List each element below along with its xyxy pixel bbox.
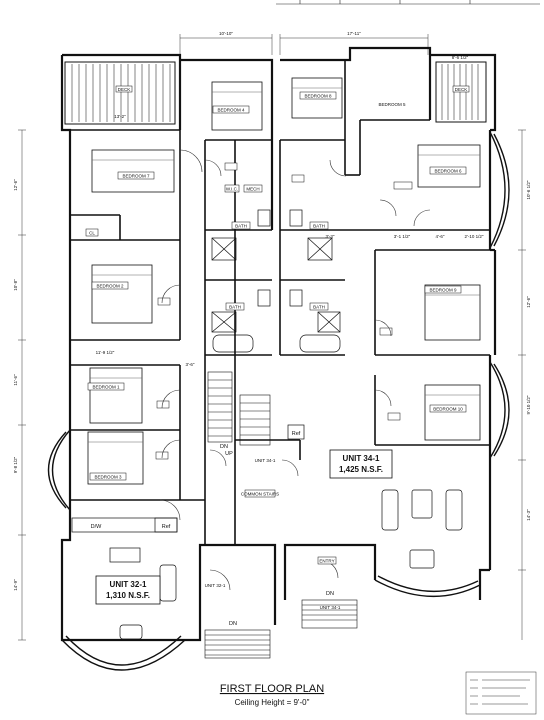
bath-1-label: BATH bbox=[235, 224, 247, 229]
beds bbox=[87, 77, 481, 485]
plan-title: FIRST FLOOR PLAN bbox=[220, 683, 324, 695]
common-stairs-label: COMMON STAIRS bbox=[241, 492, 279, 497]
top-dimensions bbox=[179, 34, 429, 55]
ref-label-1: Ref bbox=[162, 524, 171, 530]
bay-windows bbox=[47, 131, 510, 671]
title-block-fragment bbox=[276, 0, 540, 5]
bath-2-label: BATH bbox=[313, 224, 325, 229]
dim-right-b: 12'-6" bbox=[526, 296, 531, 308]
plan-subtitle: Ceiling Height = 9'-0" bbox=[235, 698, 310, 707]
stairs bbox=[204, 371, 358, 659]
dim-left-b: 10'-8" bbox=[13, 279, 18, 291]
door-swings bbox=[159, 149, 431, 591]
bedroom-5-label: BEDROOM 5 bbox=[378, 102, 406, 107]
unit-32-1-door-label: UNIT 32-1 bbox=[205, 583, 226, 588]
entry-box bbox=[317, 556, 337, 565]
dim-right-d: 14'-3" bbox=[526, 509, 531, 521]
dim-mid-d: 11'-9 1/2" bbox=[96, 350, 115, 355]
deck-right bbox=[435, 61, 487, 123]
closet-label: CL bbox=[89, 231, 95, 236]
legend-block bbox=[465, 671, 537, 715]
dn-label-2: DN bbox=[229, 621, 237, 627]
unit-34-1-name: UNIT 34-1 bbox=[343, 454, 380, 463]
deck-right-label: DECK bbox=[455, 87, 468, 92]
dn-label-3: DN bbox=[326, 591, 334, 597]
bath-3-label: BATH bbox=[229, 305, 241, 310]
bedroom-2-label: BEDROOM 2 bbox=[96, 284, 124, 289]
dim-left-d: 9'-8 1/2" bbox=[13, 456, 18, 473]
mech-label: MECH bbox=[246, 187, 259, 192]
dim-left-a: 12'-6" bbox=[13, 179, 18, 191]
unit-34-1-door-label: UNIT 34-1 bbox=[320, 605, 341, 610]
wic-label: W.I.C. bbox=[226, 187, 238, 192]
dim-right-a: 10'-6 1/2" bbox=[526, 180, 531, 199]
up-label: UP bbox=[225, 451, 233, 457]
dim-deck-right: 8'-6 1/2" bbox=[452, 55, 469, 60]
side-dimension-lines bbox=[18, 129, 526, 641]
bedroom-4-label: BEDROOM 4 bbox=[217, 108, 245, 113]
bedroom-1-label: BEDROOM 1 bbox=[92, 385, 120, 390]
dim-mid-a: 3'-3" bbox=[326, 234, 335, 239]
unit-32-1-box bbox=[95, 575, 161, 605]
bedroom-6-label: BEDROOM 6 bbox=[434, 169, 462, 174]
dim-top-left: 10'-10" bbox=[219, 31, 233, 36]
dn-label-1: DN bbox=[220, 444, 228, 450]
dim-right-c: 9'-10 1/2" bbox=[526, 395, 531, 414]
bedroom-7-label: BEDROOM 7 bbox=[122, 174, 150, 179]
deck-left bbox=[64, 61, 176, 125]
bedroom-10-label: BEDROOM 10 bbox=[433, 407, 463, 412]
bedroom-9-label: BEDROOM 9 bbox=[429, 288, 457, 293]
dim-left-e: 14'-9" bbox=[13, 579, 18, 591]
dim-mid-b: 3'-1 1/2" bbox=[394, 234, 411, 239]
unit-34-1-stair-label: UNIT 34-1 bbox=[255, 458, 276, 463]
common-stairs-box bbox=[244, 489, 276, 498]
ref-label-2: Ref bbox=[292, 431, 301, 437]
dim-mid-c: 3'-6" bbox=[186, 362, 195, 367]
room-label-boxes bbox=[87, 91, 467, 481]
dim-left-c: 11'-6" bbox=[13, 374, 18, 386]
dw-label: D/W bbox=[91, 524, 103, 530]
dim-mid-f: 2'-10 1/2" bbox=[465, 234, 484, 239]
bath-label-boxes bbox=[225, 221, 329, 311]
dim-deck-left: 13'-2" bbox=[114, 114, 126, 119]
bedroom-3-label: BEDROOM 3 bbox=[94, 475, 122, 480]
unit-34-1-box bbox=[329, 449, 393, 479]
dim-mid-e: 4'-6" bbox=[436, 234, 445, 239]
bedroom-8-label: BEDROOM 8 bbox=[304, 94, 332, 99]
exterior-walls bbox=[60, 46, 497, 642]
entry-label: ENTRY bbox=[319, 559, 334, 564]
kitchen-counter bbox=[71, 517, 178, 563]
unit-32-1-area: 1,310 N.S.F. bbox=[106, 591, 150, 600]
bed-pillows bbox=[88, 87, 480, 443]
bath-4-label: BATH bbox=[313, 305, 325, 310]
living-furniture bbox=[119, 489, 463, 640]
unit-34-1-area: 1,425 N.S.F. bbox=[339, 465, 383, 474]
bath-fixtures bbox=[211, 209, 341, 353]
ref-box-2 bbox=[287, 424, 305, 440]
unit-32-1-name: UNIT 32-1 bbox=[110, 580, 147, 589]
dim-top-right: 17'-11" bbox=[347, 31, 361, 36]
deck-left-label: DECK bbox=[118, 87, 131, 92]
